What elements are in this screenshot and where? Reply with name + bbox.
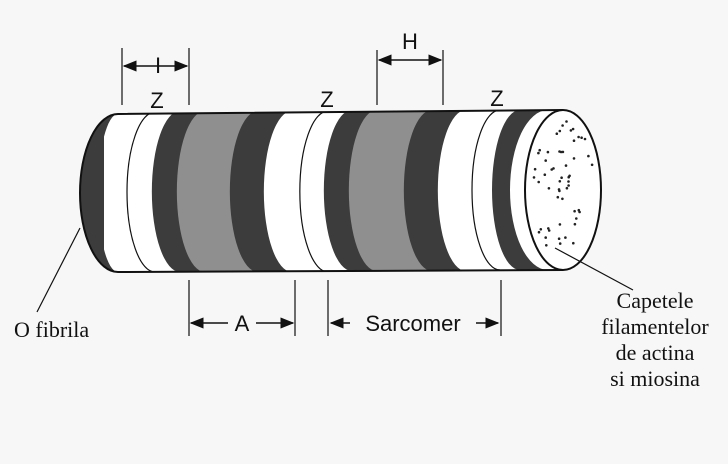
filament-dot	[577, 135, 580, 139]
a-band-2	[323, 110, 466, 271]
filament-dot	[537, 180, 540, 184]
filament-dot	[547, 187, 551, 190]
filament-dot	[580, 136, 583, 139]
filament-dot	[573, 222, 577, 226]
fibril-end-face	[524, 109, 602, 271]
z-line-1	[126, 111, 156, 272]
filament-dot	[560, 176, 563, 179]
h-zone-dimension: H	[376, 29, 444, 105]
a-band-dimension: A	[188, 280, 296, 336]
filament-dot	[539, 228, 543, 231]
filament-dot	[583, 137, 587, 141]
filament-dot	[572, 157, 576, 160]
filament-dot	[561, 197, 564, 201]
sarcomer-label: Sarcomer	[365, 311, 460, 336]
filament-dot	[543, 173, 547, 176]
filament-dot	[558, 223, 562, 226]
filament-dot	[568, 174, 571, 178]
i-label: I	[155, 53, 161, 78]
filament-dot	[572, 241, 575, 245]
filament-dot	[567, 180, 570, 183]
z-line-3	[471, 110, 501, 271]
a-band-1	[151, 111, 292, 272]
filament-dot	[544, 159, 547, 162]
z-label-1: Z	[150, 88, 163, 113]
filament-dot	[547, 229, 551, 232]
filament-dot	[546, 150, 550, 154]
caption-line-1: Capetele	[617, 288, 694, 313]
filament-dot	[573, 209, 576, 213]
filament-dot	[544, 236, 547, 239]
filament-dot	[547, 227, 550, 230]
caption-line-4: si miosina	[610, 366, 700, 391]
filament-dot	[557, 188, 561, 191]
filament-dot	[565, 120, 568, 123]
i-band-dimension: I	[121, 48, 190, 105]
filament-dot	[561, 124, 564, 127]
filament-dot	[564, 236, 567, 239]
z-label-2: Z	[320, 87, 333, 112]
filament-dot	[538, 148, 541, 152]
fibrila-leader	[36, 227, 81, 313]
filament-dot	[558, 180, 562, 183]
filament-dot	[565, 186, 569, 190]
filament-dot	[575, 217, 578, 220]
filament-dot	[555, 132, 559, 135]
caption-line-3: de actina	[616, 340, 695, 365]
filament-dot	[571, 127, 575, 131]
filament-dot	[590, 163, 594, 167]
filament-dot	[545, 244, 548, 247]
z-label-3: Z	[490, 86, 503, 111]
filament-dot	[559, 150, 563, 154]
filament-dot	[564, 164, 568, 167]
h-label: H	[402, 29, 418, 54]
filament-dot	[577, 208, 581, 212]
filament-dot	[557, 237, 561, 240]
caption-line-2: filamentelor	[601, 314, 709, 339]
filament-dot	[558, 129, 562, 133]
caption-leader	[554, 247, 634, 291]
filament-dot	[537, 151, 540, 155]
filament-dot	[572, 139, 576, 142]
filament-dot	[558, 242, 562, 245]
filament-dot	[569, 129, 573, 132]
sarcomer-dimension: Sarcomer	[327, 280, 502, 336]
filament-dot	[556, 195, 560, 199]
filament-dot	[533, 167, 537, 171]
z-line-2	[299, 110, 329, 272]
filament-dot	[532, 176, 536, 179]
fibril-body	[80, 110, 582, 272]
filament-dot	[550, 168, 553, 171]
filament-dot	[537, 230, 541, 234]
fibrila-label: O fibrila	[14, 317, 89, 342]
a-label: A	[235, 311, 250, 336]
filament-dot	[587, 154, 590, 158]
filament-dot	[567, 184, 570, 187]
